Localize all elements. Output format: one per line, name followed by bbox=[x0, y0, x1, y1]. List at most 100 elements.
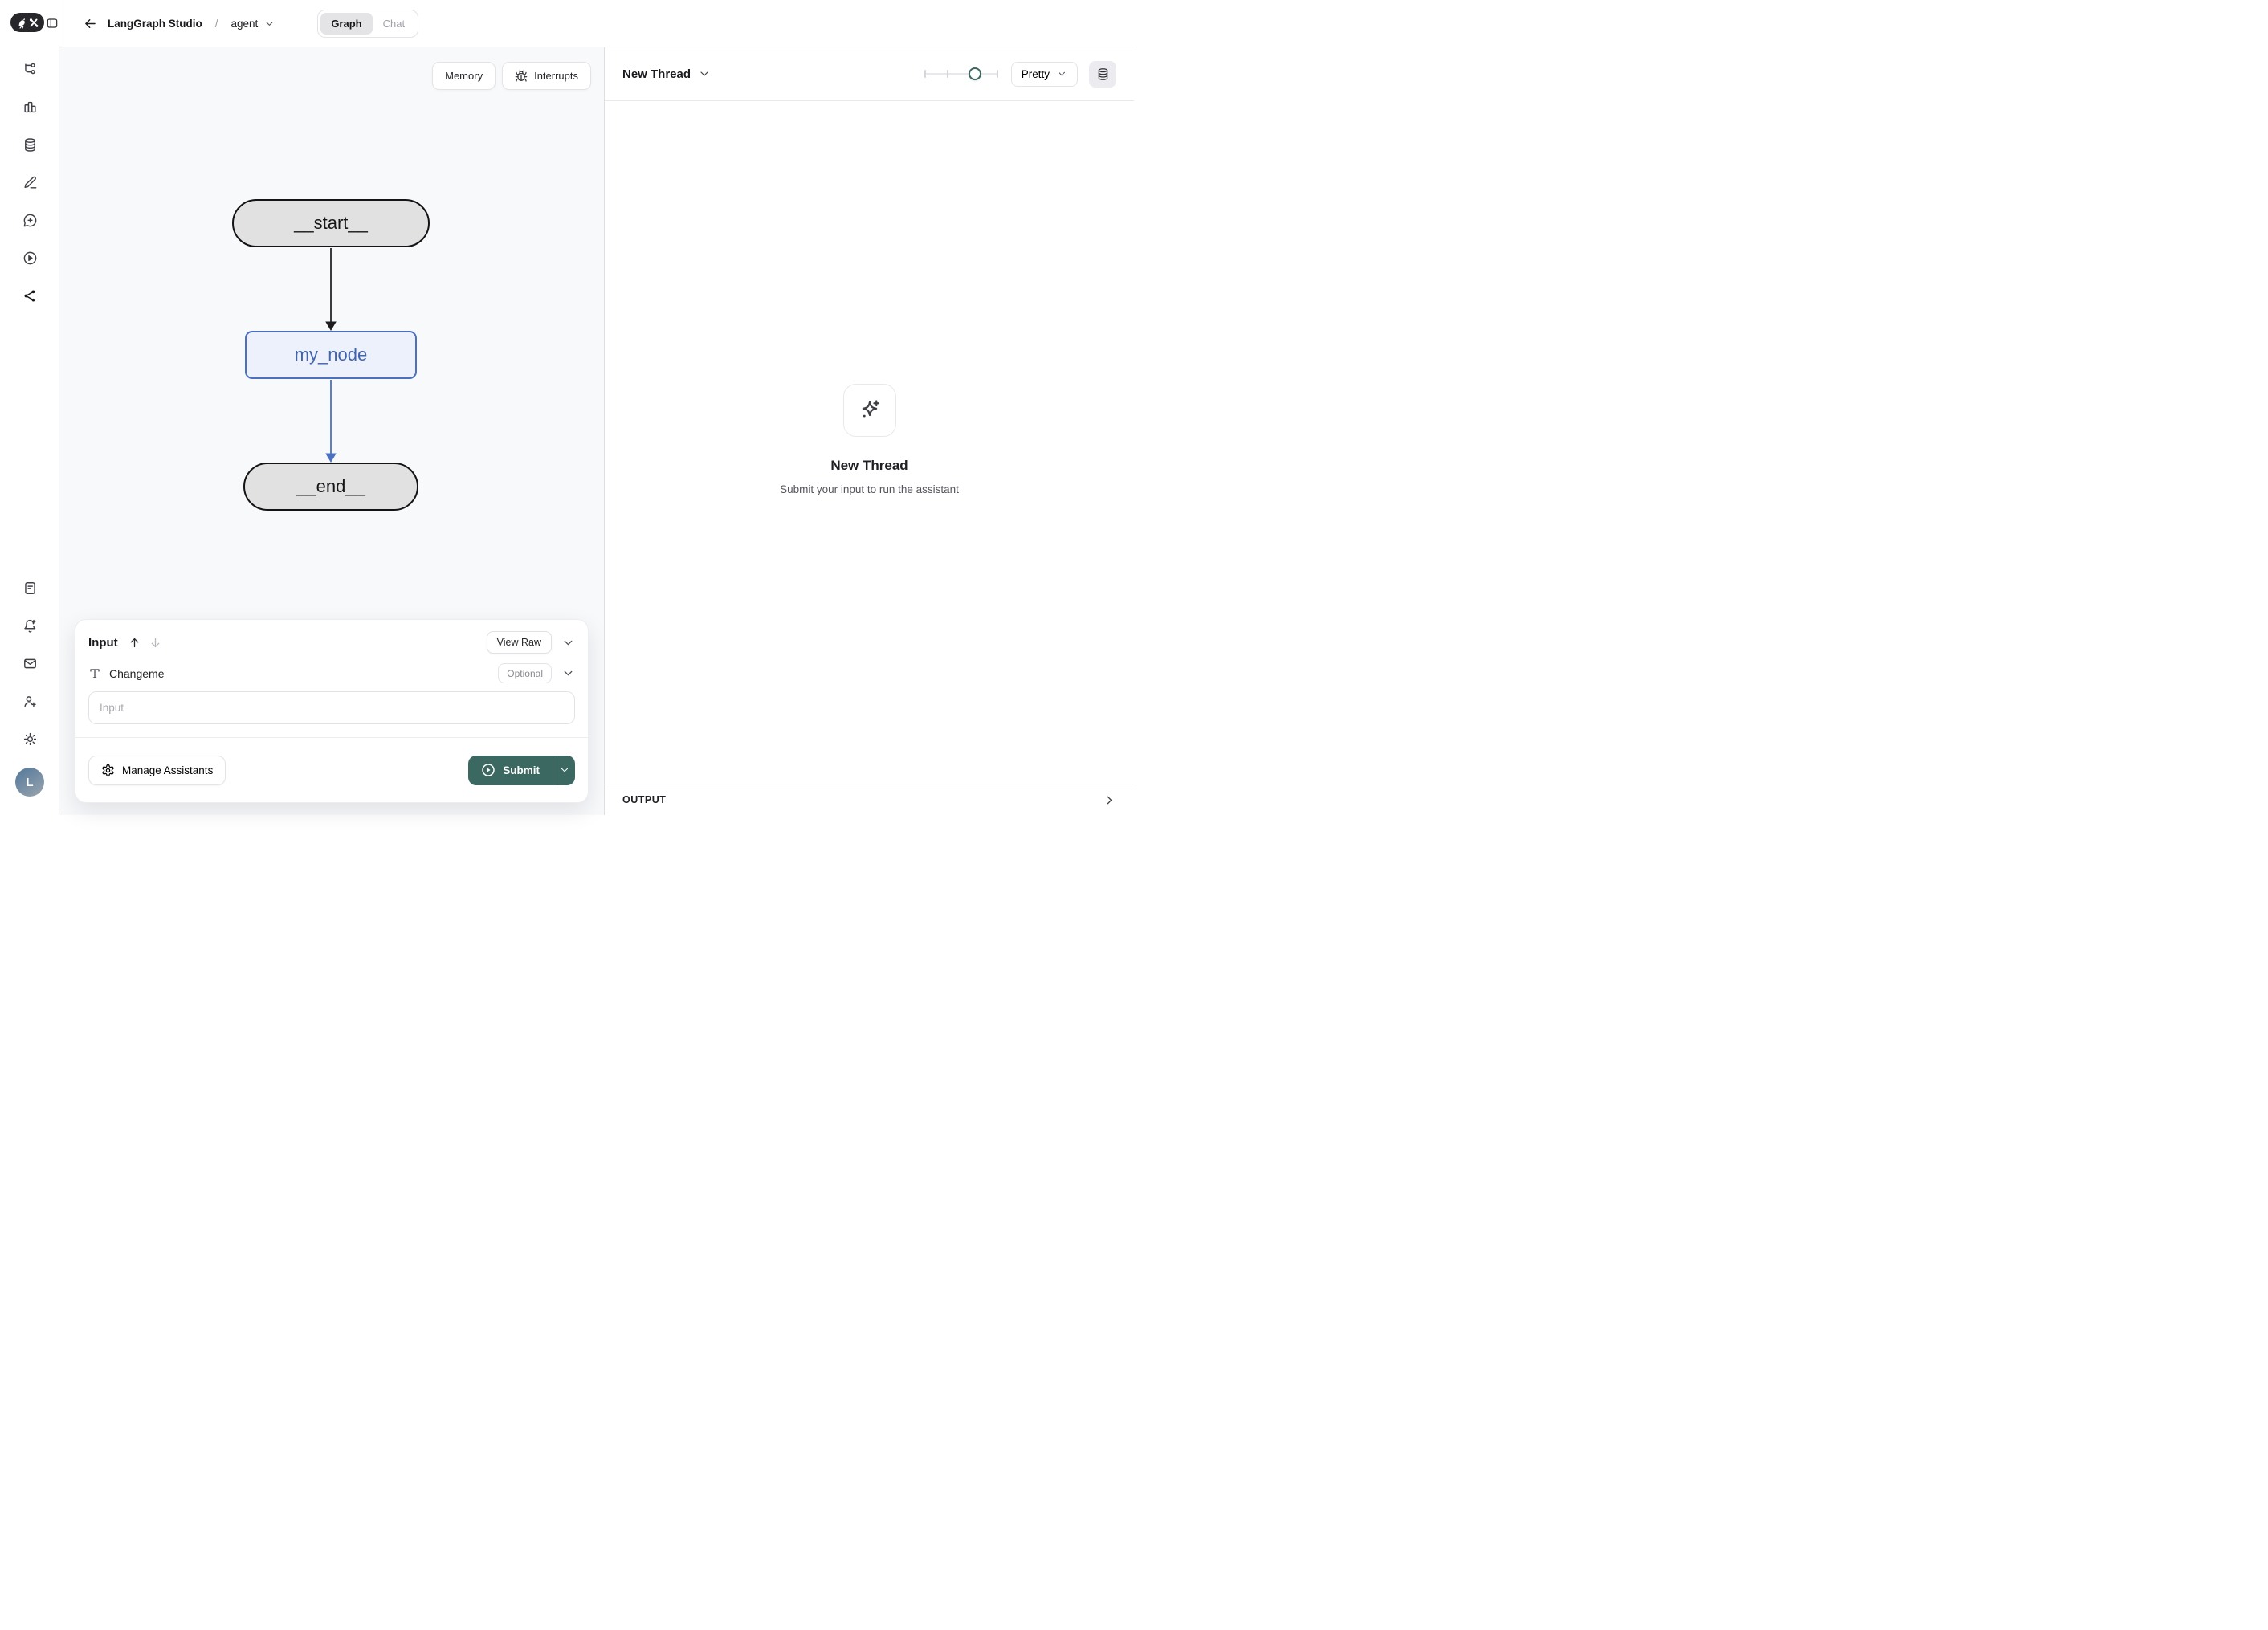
output-label: OUTPUT bbox=[622, 794, 667, 805]
langsmith-logo[interactable] bbox=[10, 13, 44, 32]
user-plus-icon bbox=[23, 695, 36, 707]
graph-selector-dropdown[interactable]: agent bbox=[231, 18, 276, 30]
sidebar-top-icons bbox=[0, 55, 59, 309]
graph-node-start[interactable]: __start__ bbox=[232, 199, 430, 247]
left-sidebar: L bbox=[0, 0, 59, 815]
thread-dropdown-chevron-icon[interactable] bbox=[698, 67, 711, 80]
sidebar-item-tracing-projects[interactable] bbox=[16, 55, 43, 83]
sidebar-bottom-icons: L bbox=[0, 574, 59, 797]
manage-assistants-button[interactable]: Manage Assistants bbox=[88, 755, 226, 785]
view-raw-button[interactable]: View Raw bbox=[486, 631, 552, 654]
input-field-row: Changeme Optional bbox=[88, 663, 575, 683]
input-panel-footer: Manage Assistants Submit bbox=[75, 737, 588, 802]
input-panel: Input View Raw Changeme Optional bbox=[75, 619, 589, 803]
mail-icon bbox=[23, 658, 36, 668]
slider-track bbox=[924, 72, 998, 75]
sun-icon bbox=[23, 732, 36, 745]
chevron-right-icon[interactable] bbox=[1103, 793, 1116, 807]
input-text-field[interactable] bbox=[88, 691, 575, 724]
detail-level-slider[interactable] bbox=[924, 67, 998, 81]
chevron-down-icon bbox=[1058, 71, 1066, 76]
tab-chat[interactable]: Chat bbox=[382, 17, 406, 30]
graph-name: agent bbox=[230, 17, 259, 30]
sidebar-item-alerts[interactable] bbox=[16, 612, 43, 639]
graph-node-my-node[interactable]: my_node bbox=[245, 331, 417, 379]
sidebar-item-deployments[interactable] bbox=[16, 282, 43, 309]
tab-graph[interactable]: Graph bbox=[320, 12, 373, 35]
document-notes-icon bbox=[24, 581, 35, 594]
slider-knob[interactable] bbox=[968, 67, 981, 80]
chevron-down-icon bbox=[266, 21, 274, 26]
submit-button-label: Submit bbox=[503, 764, 540, 776]
chat-bubble-plus-icon bbox=[23, 214, 36, 226]
page-title: LangGraph Studio bbox=[108, 17, 202, 30]
empty-state-title: New Thread bbox=[830, 458, 908, 473]
interrupts-button[interactable]: Interrupts bbox=[502, 62, 591, 90]
slider-tick bbox=[996, 70, 998, 78]
submit-button[interactable]: Submit bbox=[468, 756, 553, 785]
back-button[interactable] bbox=[80, 14, 100, 33]
thread-panel: New Thread Pretty New Thread Sub bbox=[604, 47, 1134, 815]
memory-button-label: Memory bbox=[445, 70, 483, 82]
arrow-left-icon bbox=[84, 18, 96, 28]
state-database-button[interactable] bbox=[1089, 60, 1116, 88]
slider-tick bbox=[924, 70, 926, 78]
graph-canvas[interactable]: Memory Interrupts __start__ my_node __en… bbox=[59, 47, 604, 815]
play-circle-icon bbox=[482, 764, 495, 776]
new-thread-icon-card bbox=[842, 384, 896, 437]
move-down-icon[interactable] bbox=[149, 636, 162, 650]
field-label: Changeme bbox=[109, 666, 165, 680]
render-mode-dropdown[interactable]: Pretty bbox=[1010, 61, 1078, 87]
empty-state-subtitle: Submit your input to run the assistant bbox=[780, 483, 959, 495]
thread-empty-state: New Thread Submit your input to run the … bbox=[605, 384, 1134, 495]
avatar-initial: L bbox=[26, 775, 34, 789]
chevron-down-icon bbox=[561, 768, 568, 772]
input-panel-header: Input View Raw bbox=[88, 631, 575, 654]
output-section-bar[interactable]: OUTPUT bbox=[605, 784, 1134, 815]
sidebar-item-datasets[interactable] bbox=[16, 131, 43, 158]
panel-left-toggle-icon[interactable] bbox=[46, 17, 59, 30]
canvas-toolbar: Memory Interrupts bbox=[432, 62, 591, 90]
sparkles-icon bbox=[862, 400, 879, 418]
render-mode-value: Pretty bbox=[1021, 67, 1050, 80]
graph-node-end[interactable]: __end__ bbox=[243, 463, 418, 511]
collapse-panel-chevron-icon[interactable] bbox=[561, 636, 575, 650]
sidebar-item-inbox[interactable] bbox=[16, 650, 43, 677]
database-icon bbox=[24, 137, 35, 152]
interrupts-button-label: Interrupts bbox=[534, 70, 578, 82]
share-network-icon bbox=[24, 290, 35, 301]
top-header: LangGraph Studio / agent Graph Chat bbox=[59, 0, 1134, 47]
sidebar-item-annotations[interactable] bbox=[16, 169, 43, 196]
move-up-icon[interactable] bbox=[128, 636, 141, 650]
submit-options-caret[interactable] bbox=[553, 756, 575, 785]
sidebar-item-invite-user[interactable] bbox=[16, 687, 43, 715]
circle-play-icon bbox=[23, 251, 36, 264]
bar-chart-icon bbox=[23, 101, 36, 112]
sidebar-item-monitoring[interactable] bbox=[16, 93, 43, 120]
user-avatar[interactable]: L bbox=[15, 768, 44, 797]
field-chevron-icon[interactable] bbox=[561, 666, 575, 680]
input-panel-title: Input bbox=[88, 635, 118, 650]
sidebar-item-docs[interactable] bbox=[16, 574, 43, 601]
submit-split-button: Submit bbox=[468, 755, 575, 785]
langgraph-studio-app: L LangGraph Studio / agent Graph Chat Me… bbox=[0, 0, 1134, 815]
breadcrumb-separator: / bbox=[214, 17, 218, 30]
sidebar-item-prompts[interactable] bbox=[16, 206, 43, 234]
slider-tick bbox=[947, 70, 949, 78]
view-mode-tabs: Graph Chat bbox=[317, 9, 419, 38]
gear-icon bbox=[102, 764, 114, 776]
workflow-branch-icon bbox=[24, 63, 35, 74]
parrot-tools-logo-icon bbox=[18, 18, 39, 29]
input-panel-body: Input View Raw Changeme Optional bbox=[75, 620, 588, 737]
text-type-icon bbox=[90, 668, 100, 678]
memory-button[interactable]: Memory bbox=[432, 62, 496, 90]
bug-icon bbox=[515, 70, 528, 82]
bell-plus-icon bbox=[23, 619, 35, 633]
thread-panel-header: New Thread Pretty bbox=[605, 47, 1134, 101]
thread-title: New Thread bbox=[622, 67, 691, 81]
optional-badge: Optional bbox=[498, 663, 552, 683]
sidebar-item-theme[interactable] bbox=[16, 725, 43, 752]
sidebar-item-playground[interactable] bbox=[16, 244, 43, 271]
database-icon bbox=[1098, 67, 1107, 80]
manage-assistants-label: Manage Assistants bbox=[122, 764, 214, 776]
